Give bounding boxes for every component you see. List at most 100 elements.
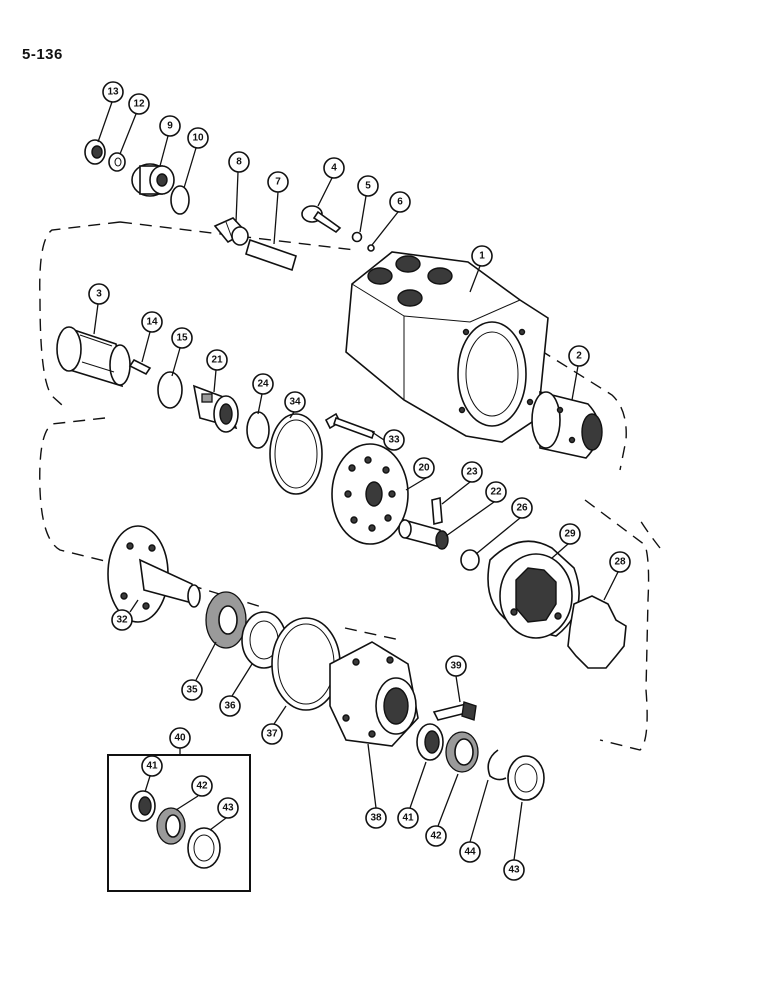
svg-text:26: 26 [516,503,528,514]
callout-13: 13 [102,81,124,103]
svg-text:38: 38 [370,813,382,824]
kit-part-41-seal [130,790,156,822]
svg-text:12: 12 [133,99,145,110]
svg-text:15: 15 [176,333,188,344]
callout-40: 40 [169,727,191,749]
kit-callout-42: 42 [191,775,213,797]
callout-6: 6 [389,191,411,213]
part-33-bolt [324,412,376,440]
callout-43: 43 [503,859,525,881]
lower-right-dashed-outline [584,499,650,751]
svg-text:1: 1 [479,251,485,262]
callout-22: 22 [485,481,507,503]
svg-text:41: 41 [146,761,158,772]
kit-callout-43: 43 [217,797,239,819]
part-43-washer [507,755,545,801]
svg-text:7: 7 [275,177,281,188]
part-28-rotor [567,595,627,669]
callout-20: 20 [413,457,435,479]
part-10-o-ring [170,185,190,215]
callout-9: 9 [159,115,181,137]
part-29-gerotor-ring [487,540,580,639]
page-number: 5-136 [22,46,63,63]
svg-text:43: 43 [508,865,520,876]
svg-text:39: 39 [450,661,462,672]
part-3-spool [56,326,131,388]
svg-text:23: 23 [466,467,478,478]
callout-44: 44 [459,841,481,863]
part-22-drive [398,518,449,550]
callout-35: 35 [181,679,203,701]
svg-text:35: 35 [186,685,198,696]
part-4-pin [301,205,342,234]
callout-41: 41 [397,807,419,829]
callout-29: 29 [559,523,581,545]
svg-text:2: 2 [576,351,582,362]
svg-text:29: 29 [564,529,576,540]
part-14-pin [128,358,152,376]
callout-39: 39 [445,655,467,677]
callout-15: 15 [171,327,193,349]
part-20-plate [331,443,409,545]
callout-10: 10 [187,127,209,149]
svg-text:44: 44 [464,847,476,858]
upper-assembly-dashed-outline [39,221,121,406]
callout-2: 2 [568,345,590,367]
svg-text:4: 4 [331,163,337,174]
part-32-drive-shaft [107,525,201,623]
callout-7: 7 [267,171,289,193]
callout-5: 5 [357,175,379,197]
callout-8: 8 [228,151,250,173]
svg-text:42: 42 [196,781,208,792]
part-26-spacer [460,549,480,571]
part-13-nut [84,139,106,165]
middle-assembly-dashed-outline [39,417,661,641]
svg-text:3: 3 [96,289,102,300]
part-23-key [431,496,443,526]
part-44-snap-ring [487,749,507,781]
part-41-seal [416,723,444,761]
callout-4: 4 [323,157,345,179]
callout-23: 23 [461,461,483,483]
callout-42: 42 [425,825,447,847]
leader-lines [93,101,619,861]
part-5-o-ring [351,231,363,243]
callout-14: 14 [141,311,163,333]
part-38-end-cap [329,641,419,747]
svg-text:20: 20 [418,463,430,474]
callout-38: 38 [365,807,387,829]
svg-text:6: 6 [397,197,403,208]
kit-part-43-washer [187,827,221,869]
callout-26: 26 [511,497,533,519]
part-12-washer [108,152,126,172]
part-34-seal [269,413,323,495]
svg-text:41: 41 [402,813,414,824]
callout-28: 28 [609,551,631,573]
part-7-plate [245,238,297,272]
callout-1: 1 [471,245,493,267]
callout-24: 24 [252,373,274,395]
part-15-ring [157,371,183,409]
part-39-bolt [432,701,477,721]
svg-text:22: 22 [490,487,502,498]
part-1-housing [345,251,549,443]
callout-33: 33 [383,429,405,451]
seal-kit-box [107,754,251,892]
part-8-valve [213,217,249,246]
svg-text:32: 32 [116,615,128,626]
svg-text:10: 10 [192,133,204,144]
svg-text:5: 5 [365,181,371,192]
callout-36: 36 [219,695,241,717]
part-6-ball [367,244,375,252]
callout-37: 37 [261,723,283,745]
part-35-thrust-bearing [205,591,247,649]
svg-text:40: 40 [174,733,186,744]
upper-assembly-dashed-outline-right [119,221,627,471]
svg-text:34: 34 [289,397,301,408]
svg-text:37: 37 [266,729,278,740]
svg-text:21: 21 [211,355,223,366]
svg-text:36: 36 [224,701,236,712]
svg-text:43: 43 [222,803,234,814]
